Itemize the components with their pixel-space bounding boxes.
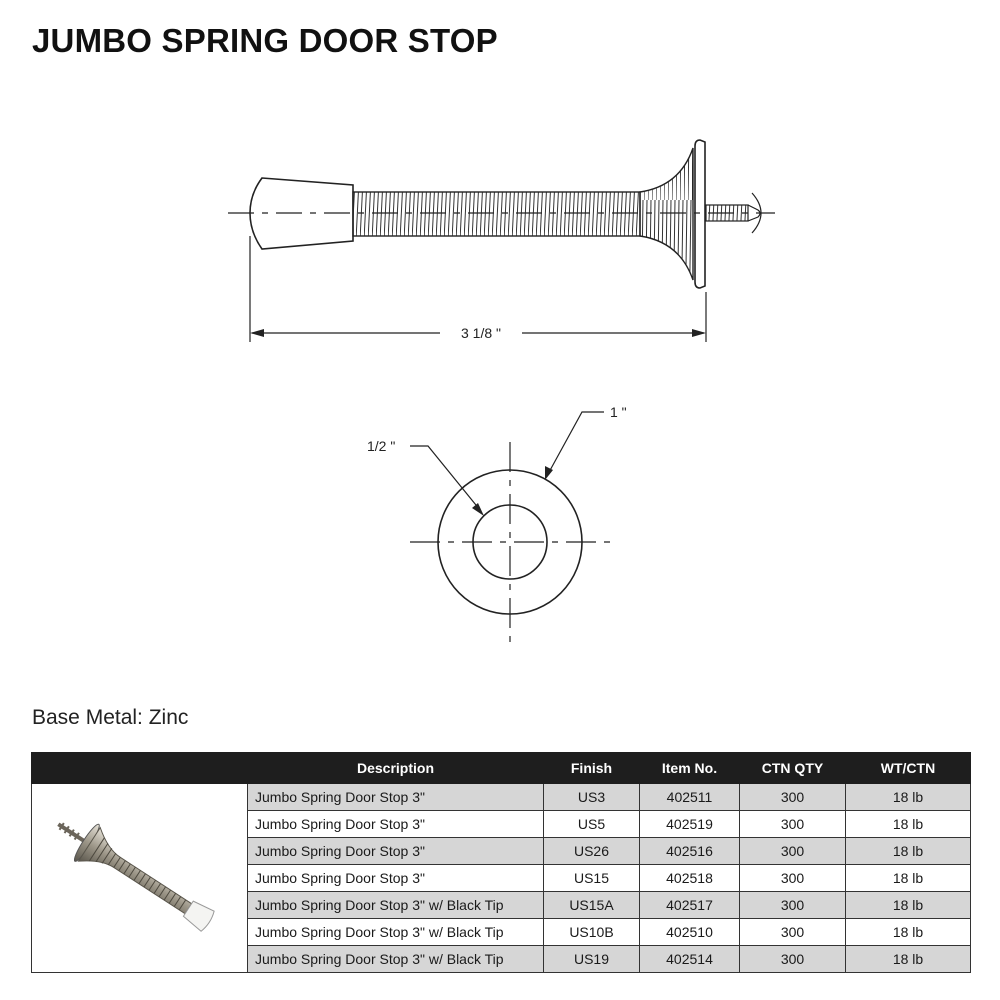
- page-title: JUMBO SPRING DOOR STOP: [32, 22, 498, 59]
- row-wt-ctn: 18 lb: [845, 864, 971, 892]
- row-ctn-qty: 300: [739, 945, 846, 973]
- row-item-no: 402518: [639, 864, 740, 892]
- row-item-no: 402516: [639, 837, 740, 865]
- row-item-no: 402511: [639, 783, 740, 811]
- table-row: Jumbo Spring Door Stop 3" w/ Black Tip U…: [32, 891, 971, 919]
- row-description: Jumbo Spring Door Stop 3" w/ Black Tip: [247, 891, 544, 919]
- header-wt-ctn: WT/CTN: [845, 752, 971, 784]
- inner-diameter-label: 1/2 ": [367, 438, 395, 454]
- product-photo: [31, 783, 248, 973]
- table-row: Jumbo Spring Door Stop 3" US15 402518 30…: [32, 864, 971, 892]
- row-item-no: 402517: [639, 891, 740, 919]
- outer-diameter-label: 1 ": [610, 404, 627, 420]
- row-finish: US5: [543, 810, 640, 838]
- header-ctn-qty: CTN QTY: [739, 752, 846, 784]
- row-item-no: 402514: [639, 945, 740, 973]
- spring-coil: [352, 191, 641, 237]
- row-ctn-qty: 300: [739, 810, 846, 838]
- technical-drawing: 3 1/8 " 1/2 " 1 ": [228, 139, 775, 642]
- spring-flare: [639, 147, 694, 281]
- end-view: 1/2 " 1 ": [367, 404, 627, 642]
- row-wt-ctn: 18 lb: [845, 837, 971, 865]
- header-item-no: Item No.: [639, 752, 740, 784]
- row-finish: US15A: [543, 891, 640, 919]
- door-stop-photo: [56, 822, 215, 932]
- side-view: 3 1/8 ": [228, 139, 775, 342]
- row-finish: US19: [543, 945, 640, 973]
- header-photo: [31, 752, 248, 784]
- row-description: Jumbo Spring Door Stop 3": [247, 783, 544, 811]
- row-description: Jumbo Spring Door Stop 3" w/ Black Tip: [247, 945, 544, 973]
- table-row: Jumbo Spring Door Stop 3" US3 402511 300…: [31, 783, 971, 973]
- row-finish: US3: [543, 783, 640, 811]
- header-description: Description: [247, 752, 544, 784]
- header-finish: Finish: [543, 752, 640, 784]
- row-description: Jumbo Spring Door Stop 3": [247, 864, 544, 892]
- row-ctn-qty: 300: [739, 783, 846, 811]
- row-finish: US10B: [543, 918, 640, 946]
- row-ctn-qty: 300: [739, 891, 846, 919]
- table-row: Jumbo Spring Door Stop 3" w/ Black Tip U…: [32, 918, 971, 946]
- row-wt-ctn: 18 lb: [845, 783, 971, 811]
- row-ctn-qty: 300: [739, 837, 846, 865]
- row-wt-ctn: 18 lb: [845, 918, 971, 946]
- row-finish: US15: [543, 864, 640, 892]
- row-ctn-qty: 300: [739, 918, 846, 946]
- row-ctn-qty: 300: [739, 864, 846, 892]
- row-item-no: 402510: [639, 918, 740, 946]
- table-header-row: Description Finish Item No. CTN QTY WT/C…: [31, 752, 971, 784]
- row-description: Jumbo Spring Door Stop 3": [247, 810, 544, 838]
- row-item-no: 402519: [639, 810, 740, 838]
- row-description: Jumbo Spring Door Stop 3": [247, 837, 544, 865]
- row-wt-ctn: 18 lb: [845, 891, 971, 919]
- length-dimension-label: 3 1/8 ": [461, 325, 501, 341]
- row-wt-ctn: 18 lb: [845, 810, 971, 838]
- row-wt-ctn: 18 lb: [845, 945, 971, 973]
- row-finish: US26: [543, 837, 640, 865]
- base-metal-note: Base Metal: Zinc: [32, 706, 189, 729]
- base-plate: [694, 139, 706, 289]
- product-table: Description Finish Item No. CTN QTY WT/C…: [31, 752, 971, 973]
- table-row: Jumbo Spring Door Stop 3" w/ Black Tip U…: [32, 945, 971, 973]
- row-description: Jumbo Spring Door Stop 3" w/ Black Tip: [247, 918, 544, 946]
